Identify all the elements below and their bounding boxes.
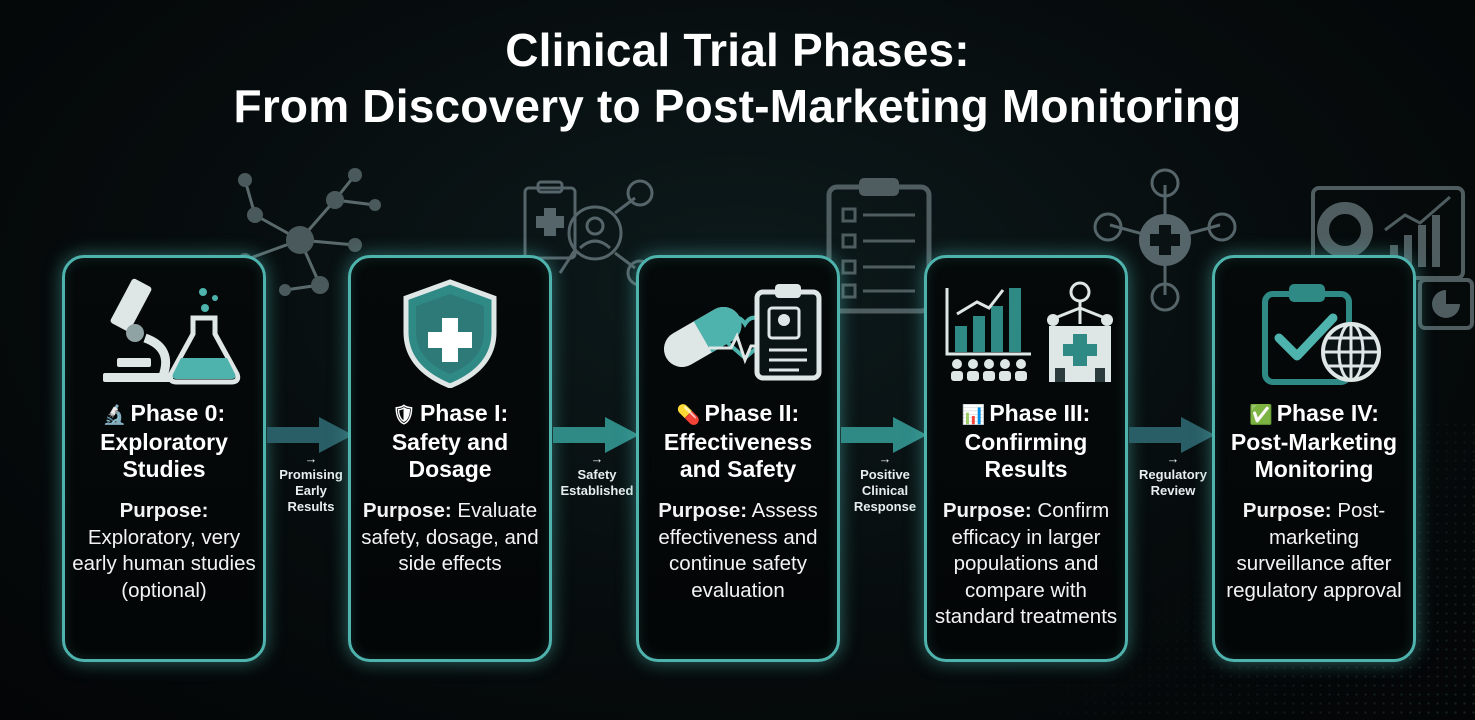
phase-card-3: 📊Phase III: Confirming Results Purpose: … [924, 255, 1128, 662]
phase-purpose: Purpose: Post-marketing surveillance aft… [1219, 498, 1409, 604]
phase-card-2: 💊Phase II: Effectiveness and Safety Purp… [636, 255, 840, 662]
bar-chart-icon: 📊 [961, 404, 986, 426]
phase-card-4: ✅Phase IV: Post-Marketing Monitoring Pur… [1212, 255, 1416, 662]
phase-purpose: Purpose: Evaluate safety, dosage, and si… [355, 498, 545, 578]
phase-card-0: 🔬Phase 0: Exploratory Studies Purpose: E… [62, 255, 266, 662]
right-arrow-icon [553, 417, 639, 453]
molecule-network-icon [238, 168, 381, 296]
purpose-text: Post-marketing surveillance after regula… [1226, 499, 1402, 602]
people-network-icon [1093, 168, 1237, 312]
connector-1: → Promising Early Results [263, 415, 359, 525]
purpose-label: Purpose: [362, 499, 452, 522]
title-line-1: Clinical Trial Phases: [505, 24, 970, 76]
purpose-label: Purpose: [119, 499, 209, 522]
chart-hospital-icon [945, 281, 1113, 382]
connector-4: → Regulatory Review [1125, 415, 1221, 525]
phase-title: ✅Phase IV: Post-Marketing Monitoring [1230, 400, 1398, 482]
purpose-label: Purpose: [658, 499, 748, 522]
microscope-icon: 🔬 [102, 404, 127, 426]
right-arrow-icon [841, 417, 927, 453]
purpose-label: Purpose: [1242, 499, 1332, 522]
page-title: Clinical Trial Phases: From Discovery to… [0, 22, 1475, 134]
pill-icon: 💊 [676, 404, 701, 426]
right-arrow-icon [267, 417, 353, 453]
shield-icon: 🛡 [391, 404, 416, 426]
phase-title: 💊Phase II: Effectiveness and Safety [663, 400, 813, 482]
purpose-text: Evaluate safety, dosage, and side effect… [361, 499, 539, 575]
phase-title: 🔬Phase 0: Exploratory Studies [100, 400, 228, 482]
microscope-flask-icon [103, 278, 241, 385]
checklist-clipboard-icon [826, 178, 932, 314]
checklist-globe-icon [1262, 284, 1381, 385]
right-arrow-icon [1129, 417, 1215, 453]
shield-cross-icon [403, 279, 497, 388]
connector-label: → Regulatory Review [1139, 451, 1207, 498]
phase-purpose: Purpose: Assess effectiveness and contin… [643, 498, 833, 604]
pill-clipboard-icon [663, 284, 822, 381]
connector-label: → Positive Clinical Response [853, 451, 917, 514]
connector-3: → Positive Clinical Response [837, 415, 933, 525]
phase-title: 📊Phase III: Confirming Results [961, 400, 1091, 482]
connector-label: → Promising Early Results [279, 451, 343, 514]
phase-card-1: 🛡Phase I: Safety and Dosage Purpose: Eva… [348, 255, 552, 662]
phase-title: 🛡Phase I: Safety and Dosage [391, 400, 509, 482]
phase-purpose: Purpose: Confirm efficacy in larger popu… [931, 498, 1121, 631]
check-mark-icon: ✅ [1249, 404, 1273, 426]
connector-2: → Safety Established [549, 415, 645, 525]
purpose-label: Purpose: [942, 499, 1032, 522]
purpose-text: Assess effectiveness and continue safety… [658, 499, 818, 602]
purpose-text: Exploratory, very early human studies (o… [72, 525, 256, 602]
phase-purpose: Purpose: Exploratory, very early human s… [69, 498, 259, 604]
title-line-2: From Discovery to Post-Marketing Monitor… [233, 80, 1242, 132]
connector-label: → Safety Established [560, 451, 634, 498]
purpose-text: Confirm efficacy in larger populations a… [934, 499, 1118, 628]
